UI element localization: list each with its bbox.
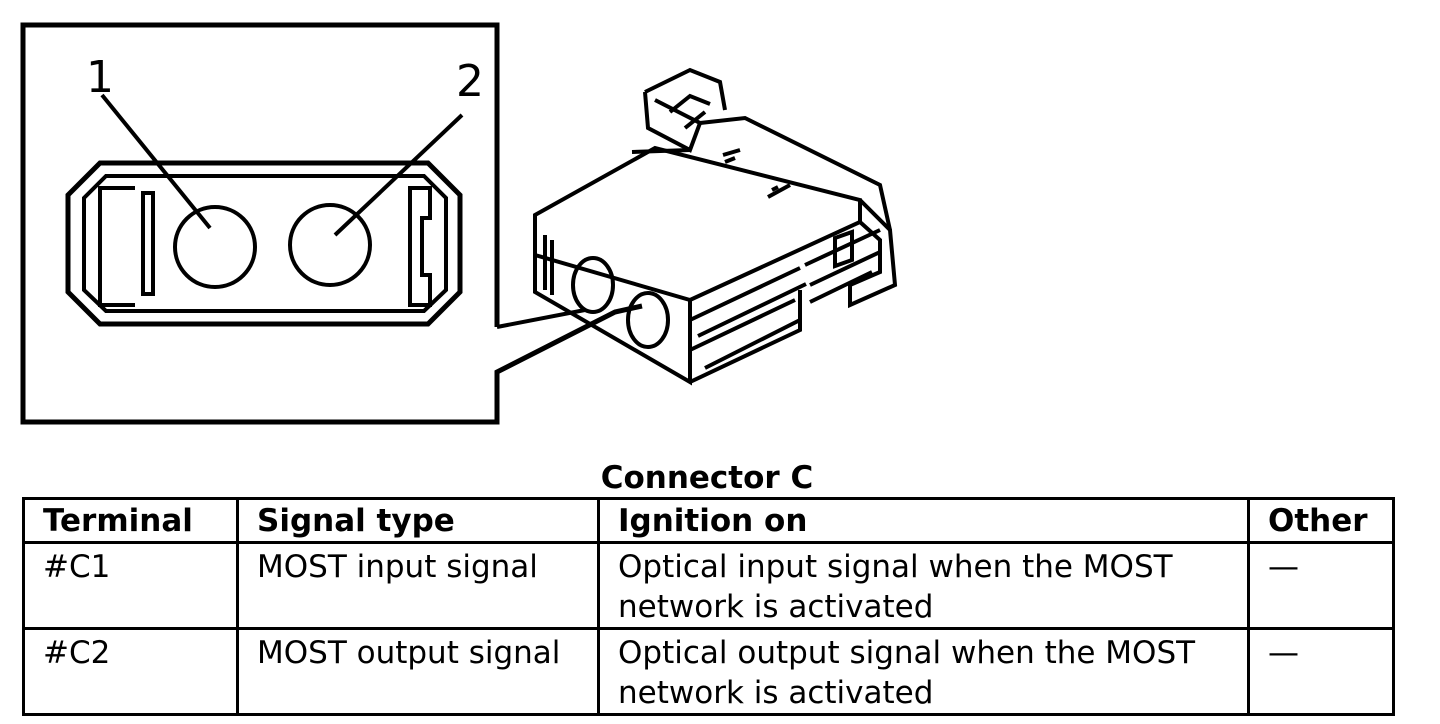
header-signal-type: Signal type xyxy=(236,497,600,544)
header-terminal: Terminal xyxy=(22,497,239,544)
cell-signal-type: MOST input signal xyxy=(236,541,600,630)
header-ignition-on: Ignition on xyxy=(597,497,1250,544)
latch-left xyxy=(98,186,135,307)
cell-other: — xyxy=(1247,541,1395,630)
latch-left-bar xyxy=(141,191,155,296)
callout-1-label: 1 xyxy=(86,52,114,103)
latch-right xyxy=(408,186,432,307)
cell-ignition-on-line: Optical output signal when the MOST xyxy=(618,635,1196,671)
callout-1-leader xyxy=(100,93,212,230)
connector-3d-body xyxy=(533,67,898,386)
callout-2-label: 2 xyxy=(456,56,484,107)
table-header-row: Terminal Signal type Ignition on Other xyxy=(22,497,1395,544)
cell-ignition-on-line: Optical input signal when the MOST xyxy=(618,549,1173,585)
cell-ignition-on: Optical input signal when the MOST netwo… xyxy=(597,541,1250,630)
connector-face-outer xyxy=(65,160,463,327)
table-caption: Connector C xyxy=(600,460,814,496)
connector-face-inner xyxy=(82,174,448,313)
table-row: #C1 MOST input signal Optical input sign… xyxy=(22,541,1395,630)
cell-terminal: #C1 xyxy=(22,541,239,630)
cell-signal-type: MOST output signal xyxy=(236,627,600,716)
cell-terminal: #C2 xyxy=(22,627,239,716)
callout-2-leader xyxy=(333,113,464,237)
table-row: #C2 MOST output signal Optical output si… xyxy=(22,627,1395,716)
cell-ignition-on: Optical output signal when the MOST netw… xyxy=(597,627,1250,716)
inset-frame xyxy=(20,22,643,425)
cell-ignition-on-line: network is activated xyxy=(618,675,934,711)
terminal-1-hole xyxy=(173,205,257,289)
connector-c-illustration: 1 2 xyxy=(20,22,898,425)
connector-pinout-table: Terminal Signal type Ignition on Other #… xyxy=(22,497,1395,716)
cell-other: — xyxy=(1247,627,1395,716)
terminal-2-hole xyxy=(288,203,372,287)
cell-ignition-on-line: network is activated xyxy=(618,589,934,625)
header-other: Other xyxy=(1247,497,1395,544)
